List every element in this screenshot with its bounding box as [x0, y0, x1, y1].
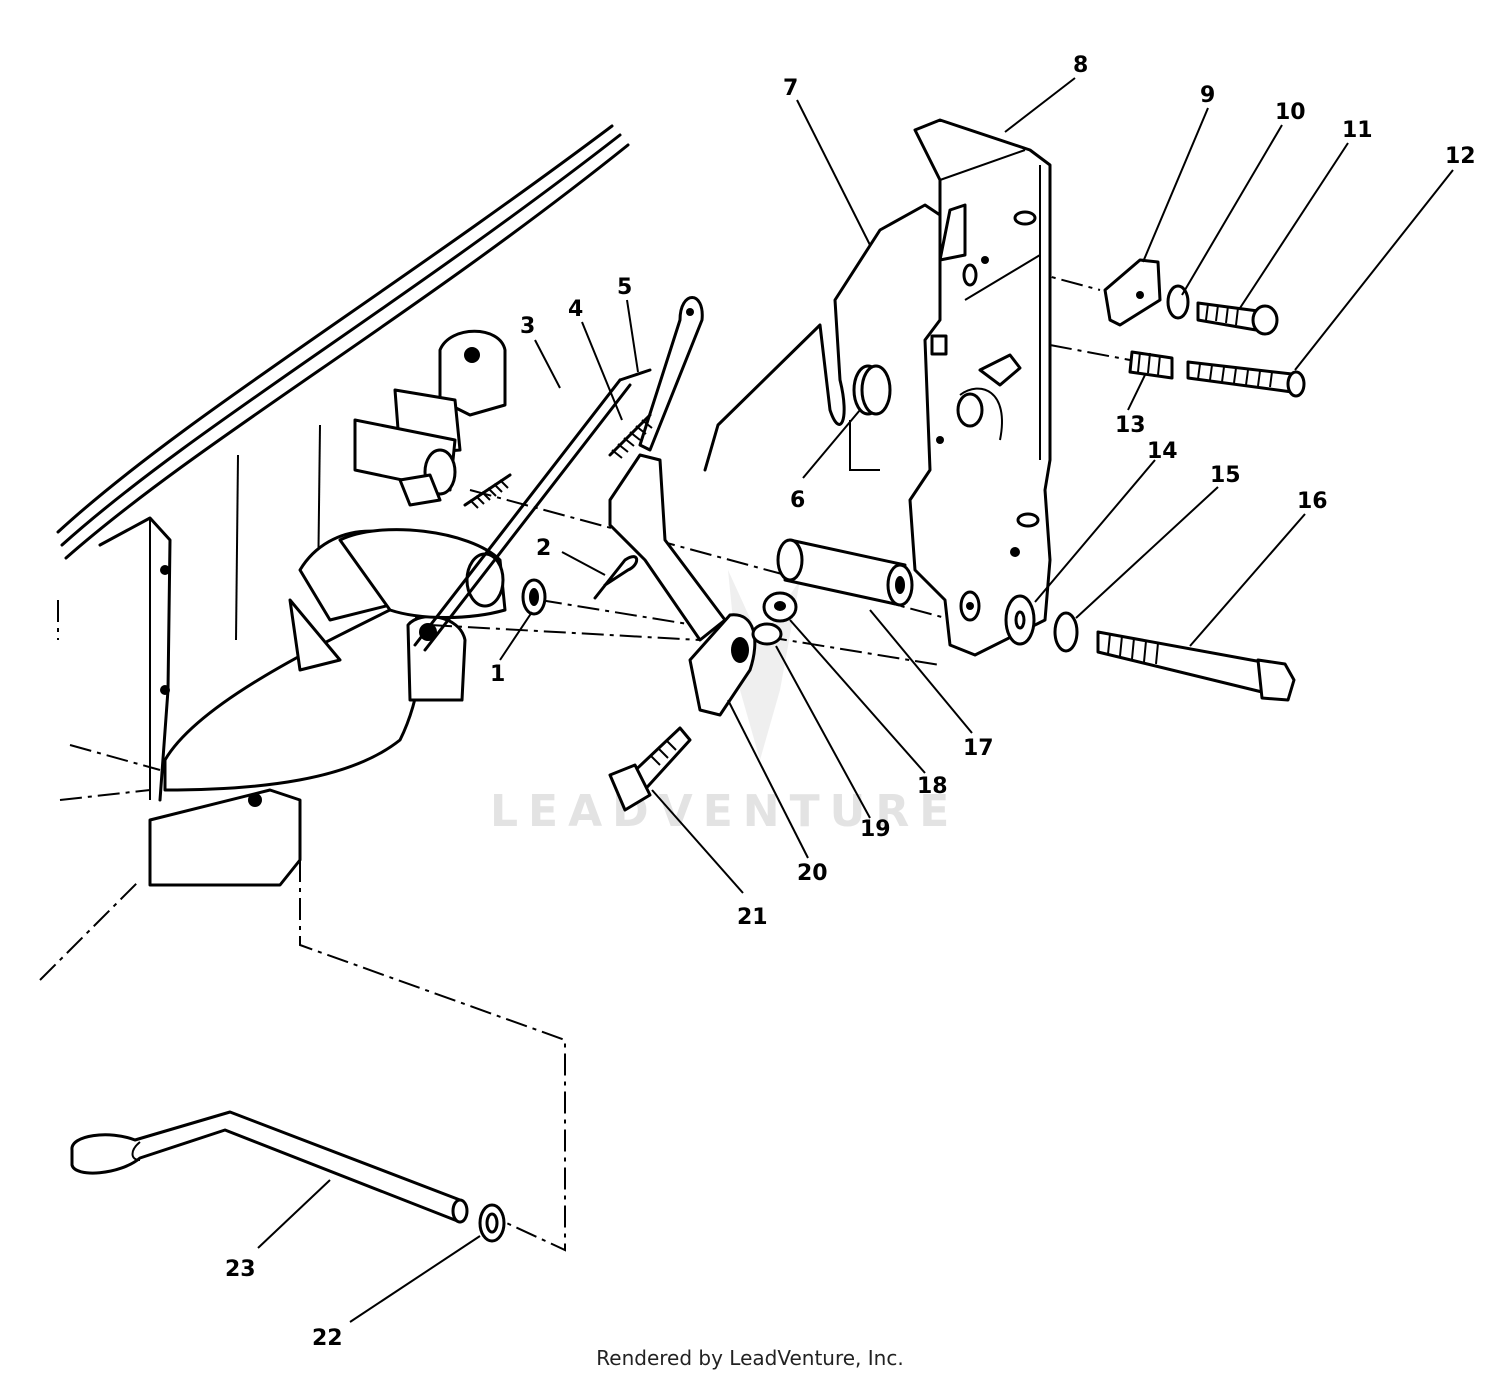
callout-16: 16	[1297, 489, 1328, 514]
part-3-governor-link	[413, 368, 652, 652]
callout-12: 12	[1445, 144, 1476, 169]
part-19-lockwasher	[751, 622, 783, 646]
part-9-cable-clip	[1103, 258, 1162, 327]
part-11-screw	[1196, 301, 1279, 336]
callout-3: 3	[520, 314, 535, 339]
callout-8: 8	[1073, 53, 1088, 78]
watermark-text: LEADVENTURE	[490, 786, 959, 837]
callout-2: 2	[536, 536, 551, 561]
callout-21: 21	[737, 905, 768, 930]
engine-housing	[39, 124, 630, 981]
callout-5: 5	[617, 275, 632, 300]
callout-1: 1	[490, 662, 505, 687]
callout-20: 20	[797, 861, 828, 886]
part-14-washer	[1004, 594, 1036, 646]
callout-11: 11	[1342, 118, 1373, 143]
callout-18: 18	[917, 774, 948, 799]
part-13-spring	[1128, 350, 1174, 380]
part-23-handle-rod	[70, 1110, 469, 1224]
callout-19: 19	[860, 817, 891, 842]
part-22-washer	[478, 1203, 506, 1243]
part-12-adjusting-screw	[1186, 360, 1306, 398]
part-4-spring	[608, 413, 653, 459]
part-18-nut	[762, 591, 798, 623]
callout-22: 22	[312, 1326, 343, 1351]
part-spring-small	[463, 473, 512, 509]
callout-7: 7	[783, 76, 798, 101]
part-15-lockwasher	[1053, 611, 1079, 653]
part-17-spacer	[776, 538, 914, 607]
part-5-control-lever	[608, 296, 727, 642]
leader-lines	[257, 77, 1454, 1323]
part-8-control-bracket	[908, 118, 1052, 657]
callout-labels: 1 2 3 4 5 6 7 8 9 10 11 12 13 14 15 16 1…	[225, 53, 1476, 1351]
render-credit: Rendered by LeadVenture, Inc.	[596, 1346, 904, 1370]
part-6-spring	[849, 364, 892, 471]
part-2-hairpin-clip	[593, 555, 639, 600]
callout-17: 17	[963, 736, 994, 761]
part-21-bolt	[608, 726, 692, 812]
callout-23: 23	[225, 1257, 256, 1282]
callout-4: 4	[568, 297, 583, 322]
callout-6: 6	[790, 488, 805, 513]
callout-14: 14	[1147, 439, 1178, 464]
part-16-bolt	[1096, 630, 1296, 702]
callout-13: 13	[1115, 413, 1146, 438]
callout-9: 9	[1200, 83, 1215, 108]
callout-15: 15	[1210, 463, 1241, 488]
part-7-wire-link	[703, 203, 942, 472]
callout-10: 10	[1275, 100, 1306, 125]
